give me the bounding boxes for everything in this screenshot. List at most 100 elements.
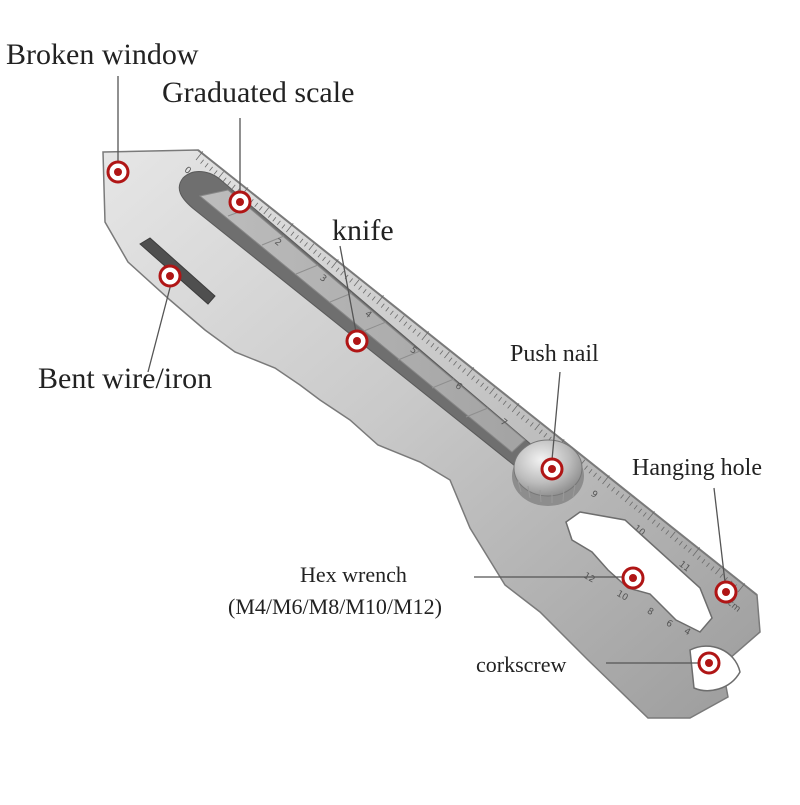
ruler-tick — [498, 397, 503, 402]
ruler-tick — [448, 357, 453, 362]
ruler-tick — [421, 331, 430, 341]
ruler-tick — [692, 547, 701, 557]
ruler-tick — [466, 367, 475, 377]
ruler-tick — [588, 469, 593, 474]
ruler-tick — [507, 404, 512, 409]
ruler-tick — [286, 223, 294, 233]
ruler-tick — [678, 541, 683, 546]
ruler-label: 3 — [317, 273, 328, 284]
ruler-ticks — [195, 151, 746, 593]
ruler-label: 4 — [363, 309, 374, 321]
ruler-tick — [665, 530, 670, 535]
ruler-tick — [642, 512, 647, 517]
ruler-tick — [602, 475, 610, 485]
ruler-label: 2 — [272, 237, 283, 248]
marker-graduated-scale — [228, 190, 252, 214]
ruler-tick — [385, 307, 390, 312]
ruler-tick — [683, 544, 688, 550]
ruler-tick — [633, 505, 638, 510]
ruler-tick — [362, 289, 367, 294]
ruler-tick — [290, 231, 295, 236]
ruler-tick — [511, 403, 520, 413]
ruler-tick — [516, 411, 521, 416]
leader-bent-wire — [147, 279, 173, 373]
label-hex-wrench: Hex wrench — [300, 562, 407, 587]
leader-lines — [117, 76, 726, 664]
ruler-tick — [453, 361, 457, 366]
ruler-tick — [317, 253, 322, 258]
ruler-tick — [715, 567, 721, 575]
ruler-tick — [231, 184, 236, 190]
ruler-tick — [444, 351, 450, 359]
ruler-tick — [394, 314, 399, 319]
ruler-label: 7 — [498, 417, 509, 428]
leader-push-nail — [551, 371, 561, 461]
ruler-tick — [222, 177, 227, 182]
tool-body — [102, 149, 761, 719]
ruler-tick — [371, 296, 376, 301]
ruler-tick — [457, 364, 462, 370]
marker-bent-wire — [158, 264, 182, 288]
ruler-tick — [218, 171, 224, 179]
ruler-tick — [353, 279, 360, 287]
ruler-tick — [380, 303, 385, 308]
ruler-tick — [538, 429, 543, 434]
marker-hanging-hole — [714, 580, 738, 604]
ruler-tick — [620, 494, 624, 499]
ruler-label: 6 — [453, 381, 464, 393]
label-push-nail: Push nail — [510, 341, 599, 367]
ruler-edge — [197, 149, 758, 596]
ruler-tick — [737, 583, 746, 593]
ruler-tick — [439, 350, 444, 355]
marker-knife — [345, 329, 369, 353]
ruler-tick — [403, 321, 408, 326]
ruler-tick — [471, 375, 475, 380]
ruler-tick — [335, 267, 340, 272]
ruler-tick — [593, 472, 597, 478]
ruler-tick — [534, 423, 541, 431]
ruler-tick — [493, 393, 498, 398]
ruler-tick — [358, 285, 363, 290]
ruler-tick — [611, 487, 615, 492]
ruler-tick — [367, 292, 372, 298]
ruler-tick — [615, 490, 620, 496]
ruler-label: 9 — [588, 489, 599, 501]
ruler-tick — [660, 526, 665, 532]
ruler-tick — [340, 271, 344, 276]
hex-size-label: 12 — [582, 571, 597, 585]
ruler-tick — [204, 163, 209, 168]
hex-size-label: 4 — [682, 627, 692, 639]
ruler-tick — [647, 511, 655, 521]
ruler-tick — [606, 483, 611, 488]
ruler-tick — [349, 278, 353, 283]
ruler-tick — [529, 422, 534, 427]
label-hex-wrench-sizes: (M4/M6/M8/M10/M12) — [228, 594, 442, 619]
ruler-tick — [688, 548, 692, 553]
leader-knife — [339, 245, 357, 333]
ruler-tick — [706, 562, 710, 568]
ruler-tick — [462, 368, 466, 373]
ruler-tick — [669, 531, 676, 539]
ruler-tick — [322, 256, 326, 262]
ruler-tick — [426, 339, 430, 344]
ruler-tick — [407, 325, 412, 330]
ruler-tick — [710, 566, 715, 571]
ruler-tick — [435, 346, 439, 352]
ruler-tick — [276, 220, 281, 226]
ruler-tick — [200, 159, 204, 164]
ruler-tick — [313, 249, 317, 254]
label-corkscrew: corkscrew — [476, 652, 567, 677]
ruler-tick — [697, 555, 701, 560]
label-bent-wire-iron: Bent wire/iron — [38, 362, 213, 395]
ruler-tick — [520, 415, 525, 420]
ruler-tick — [543, 433, 548, 438]
ruler-tick — [331, 259, 339, 269]
target-markers — [106, 160, 738, 675]
label-knife: knife — [332, 214, 394, 247]
leader-hanging-hole — [713, 487, 726, 583]
ruler-tick — [417, 332, 421, 337]
ruler-tick — [267, 213, 272, 218]
marker-push-nail — [540, 457, 564, 481]
